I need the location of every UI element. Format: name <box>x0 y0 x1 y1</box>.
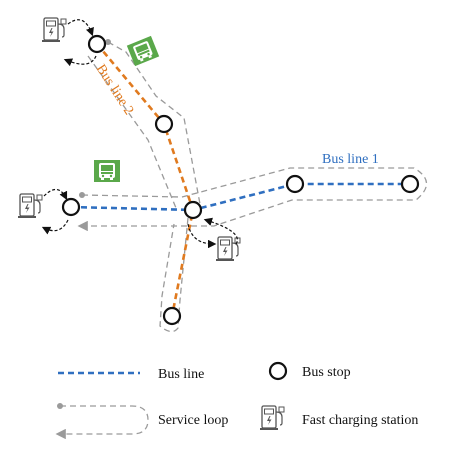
legend: Bus line Bus stop Service loop Fast char… <box>55 361 418 440</box>
legend-charging-station-icon <box>259 405 285 431</box>
bus-line-1 <box>70 182 410 212</box>
charging-arrows <box>41 19 238 249</box>
legend-bus-stop-icon <box>268 361 288 381</box>
bus-line-1-label: Bus line 1 <box>322 152 379 167</box>
bus-stop-icon <box>61 34 420 326</box>
service-loop-line-2 <box>87 41 201 333</box>
bus-line-2 <box>96 43 195 317</box>
charging-station-icon <box>17 17 241 262</box>
legend-bus-stop-label: Bus stop <box>302 365 351 380</box>
legend-service-loop-label: Service loop <box>158 413 228 428</box>
legend-fast-charging-label: Fast charging station <box>302 413 418 428</box>
bus-line-2-label: Bus line 2 <box>93 62 137 118</box>
legend-bus-line-label: Bus line <box>158 367 204 382</box>
service-loop-line-1 <box>77 167 428 232</box>
